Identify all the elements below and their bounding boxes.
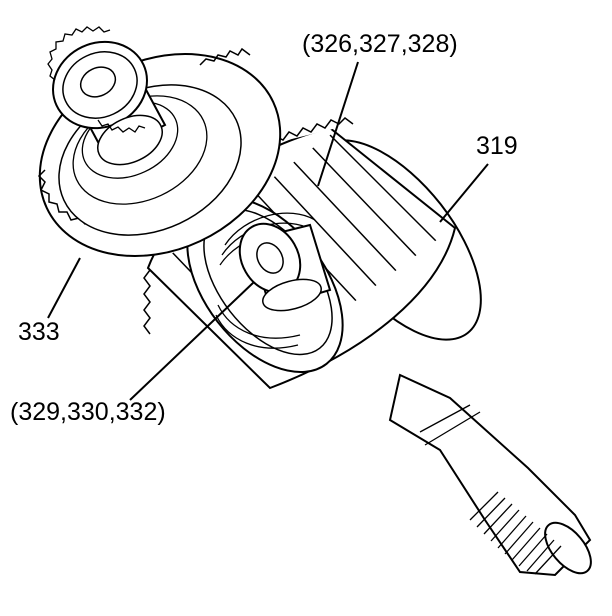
clutch-housing-drum [143,117,482,390]
front-hub-gear [52,40,167,166]
shaft-splines [469,491,562,575]
output-shaft [388,373,592,577]
callout-319: 319 [476,132,518,160]
callout-329-330-332: (329,330,332) [10,398,166,426]
hub-gear-teeth [47,26,146,133]
leader-319 [439,163,489,223]
front-clutch-assembly [37,26,282,258]
callout-333: 333 [18,318,60,346]
leader-lines [47,61,489,401]
callout-326-327-328: (326,327,328) [302,30,458,58]
leader-333 [47,257,81,319]
leader-329-330-332 [129,281,255,401]
leader-326-327-328 [317,61,359,187]
inner-hub [238,222,332,312]
